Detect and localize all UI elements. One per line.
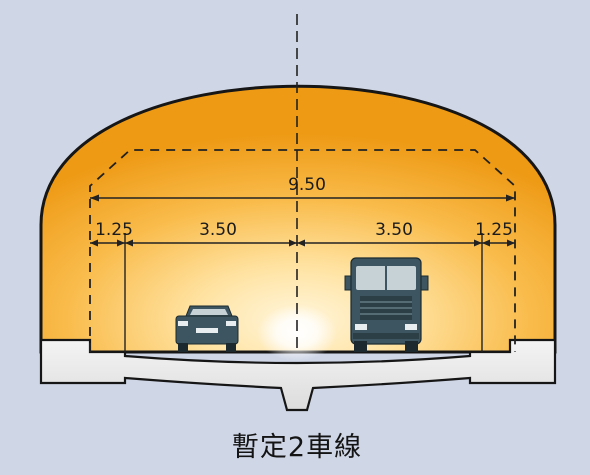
dimension-right-lane-label: 3.50 — [375, 220, 413, 240]
dimension-left-lane-label: 3.50 — [199, 220, 237, 240]
dimension-lanes — [90, 239, 515, 247]
diagram-caption: 暫定2車線 — [232, 432, 362, 463]
road-slab — [39, 338, 557, 412]
dimension-total-width — [90, 194, 515, 202]
dimension-left-shoulder-label: 1.25 — [95, 220, 133, 240]
truck-icon — [344, 257, 429, 352]
light-glow-icon — [257, 305, 337, 361]
dimension-total-width-label: 9.50 — [288, 175, 326, 195]
car-icon — [175, 305, 239, 352]
dimension-right-shoulder-label: 1.25 — [475, 220, 513, 240]
construction-gauge — [89, 149, 516, 352]
